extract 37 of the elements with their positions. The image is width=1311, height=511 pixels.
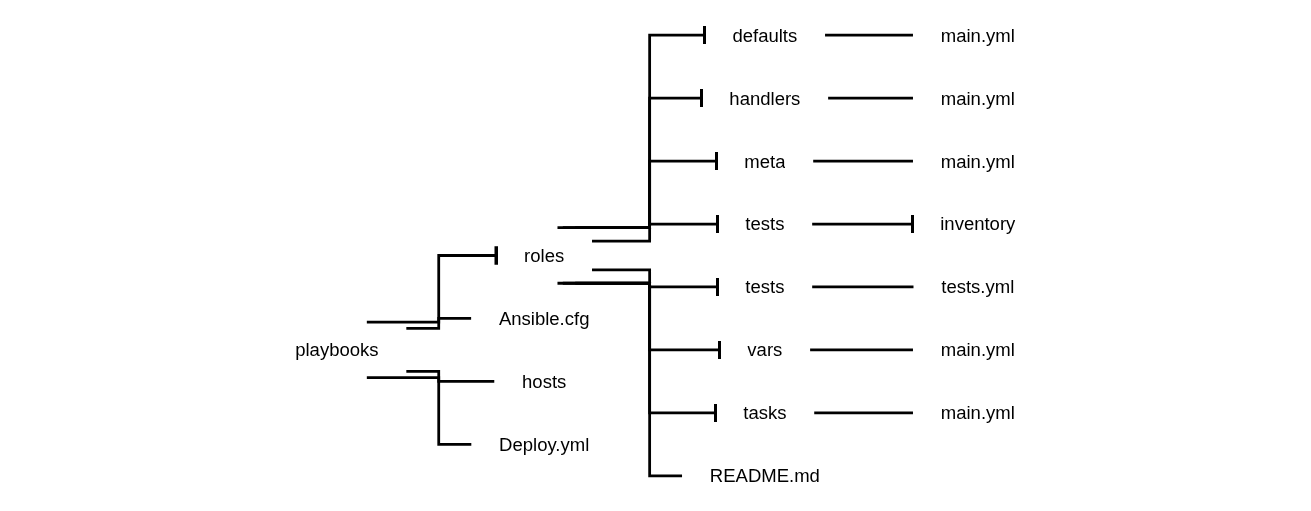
connector xyxy=(813,159,915,163)
node-text: tests xyxy=(745,213,785,235)
connector xyxy=(825,33,915,37)
node-text: main.yml xyxy=(940,87,1016,109)
connector xyxy=(367,244,499,324)
node-text: tasks xyxy=(743,402,787,424)
node-text: tests xyxy=(745,276,785,298)
node-text: playbooks xyxy=(295,339,379,361)
connector xyxy=(812,212,915,236)
connector xyxy=(592,212,720,243)
node-text: main.yml xyxy=(940,339,1016,361)
node-text: inventory xyxy=(940,213,1016,235)
connector xyxy=(563,87,704,230)
node-text: handlers xyxy=(729,87,801,109)
node-text: vars xyxy=(747,339,783,361)
node-text: Ansible.cfg xyxy=(499,308,590,329)
node-text: main.yml xyxy=(940,24,1016,46)
node-text: meta xyxy=(744,150,786,172)
node-text: README.md xyxy=(710,465,821,486)
node-text: main.yml xyxy=(940,402,1016,424)
connector xyxy=(828,96,915,100)
connector xyxy=(367,376,473,446)
node-text: tests.yml xyxy=(941,276,1015,298)
connector xyxy=(592,268,720,299)
node-text: roles xyxy=(524,245,565,266)
connector xyxy=(575,149,719,230)
node-text: hosts xyxy=(522,371,567,392)
connector xyxy=(557,24,707,230)
node-text: main.yml xyxy=(940,150,1016,172)
connector xyxy=(406,370,496,383)
connector xyxy=(810,348,915,352)
node-text: defaults xyxy=(732,24,798,46)
connector xyxy=(557,281,684,478)
connector xyxy=(406,317,473,330)
connector xyxy=(812,285,916,289)
connector xyxy=(814,411,915,415)
node-text: Deploy.yml xyxy=(499,434,590,455)
